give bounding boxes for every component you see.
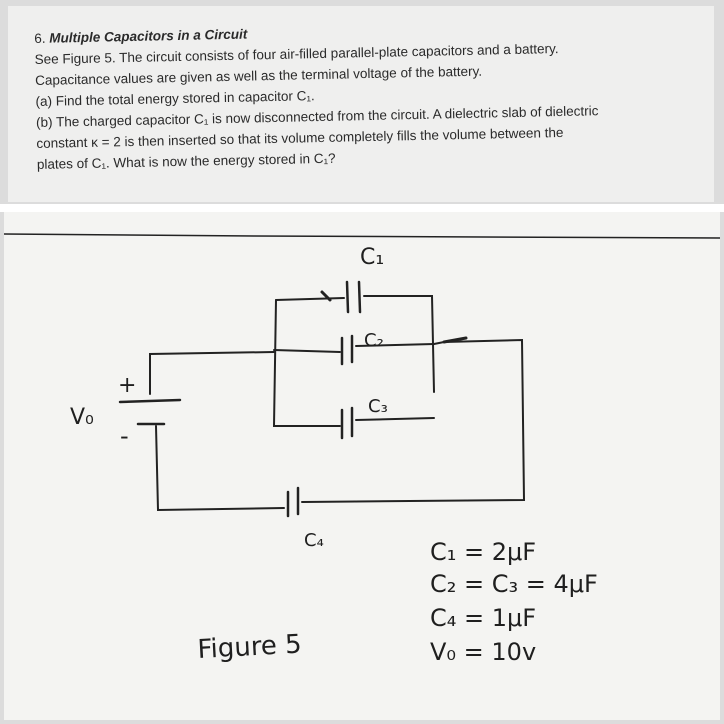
paper-edge-line: [4, 233, 720, 239]
battery-long-plate: [118, 398, 182, 404]
c1-plate-right: [357, 280, 362, 314]
label-c3: C₃: [368, 396, 388, 417]
value-c1: C₁ = 2μF: [430, 538, 536, 566]
label-c2: C₂: [364, 330, 384, 351]
value-c4: C₄ = 1μF: [430, 604, 536, 632]
wire-c2-right: [355, 343, 435, 347]
label-c4: C₄: [304, 530, 324, 551]
wire-right-junction: [442, 336, 468, 344]
wire-c3-right: [355, 417, 435, 421]
value-c2-c3: C₂ = C₃ = 4μF: [430, 570, 598, 598]
problem-panel: 6. Multiple Capacitors in a Circuit See …: [8, 6, 714, 202]
wire-c1-right: [363, 295, 435, 393]
photo-divider: [0, 204, 724, 212]
figure-caption: Figure 5: [197, 630, 303, 665]
wire-bottom-left: [155, 425, 285, 512]
battery-minus-sign: -: [120, 422, 129, 450]
circuit-diagram: C₁ C₂ C₃ C₄ V₀ + - Figure 5 C₁ = 2μF C₂ …: [4, 233, 720, 666]
problem-text: 6. Multiple Capacitors in a Circuit See …: [34, 14, 714, 175]
value-v0: V₀ = 10v: [430, 638, 536, 666]
wire-to-battery-plus: [149, 351, 275, 395]
wire-c1-left: [275, 297, 345, 301]
wire-left-bus: [272, 299, 331, 427]
c1-mark: [320, 290, 332, 302]
label-c1: C₁: [360, 245, 384, 270]
figure-panel: C₁ C₂ C₃ C₄ V₀ + - Figure 5 C₁ = 2μF C₂ …: [4, 212, 720, 720]
problem-title: Multiple Capacitors in a Circuit: [49, 26, 248, 46]
wire-c2-left: [273, 349, 341, 353]
problem-number: 6.: [34, 30, 46, 46]
label-v0: V₀: [70, 405, 94, 430]
c1-plate-left: [345, 280, 350, 314]
battery-plus-sign: +: [118, 373, 136, 398]
wire-right-loop: [301, 338, 526, 503]
